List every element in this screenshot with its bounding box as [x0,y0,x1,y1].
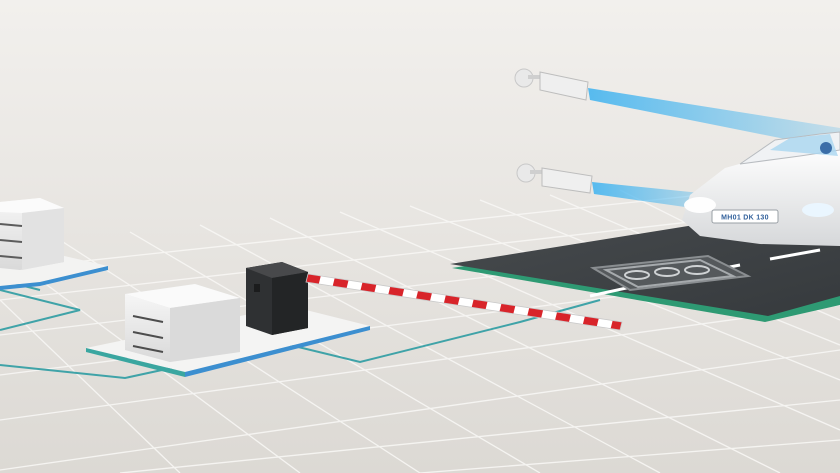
car-icon: MH01 DK 130 [682,131,840,246]
barrier-arm [305,273,623,331]
ground-loop-sensor-icon [589,254,752,292]
license-plate [711,209,779,224]
camera-icon [514,68,840,150]
server-icon [0,198,64,270]
server-icon [125,284,240,362]
license-plate-text: MH01 DK 130 [721,215,769,222]
server-unit-far [0,198,108,290]
barrier-gate-icon [246,262,308,335]
camera-beam-top [588,88,840,150]
